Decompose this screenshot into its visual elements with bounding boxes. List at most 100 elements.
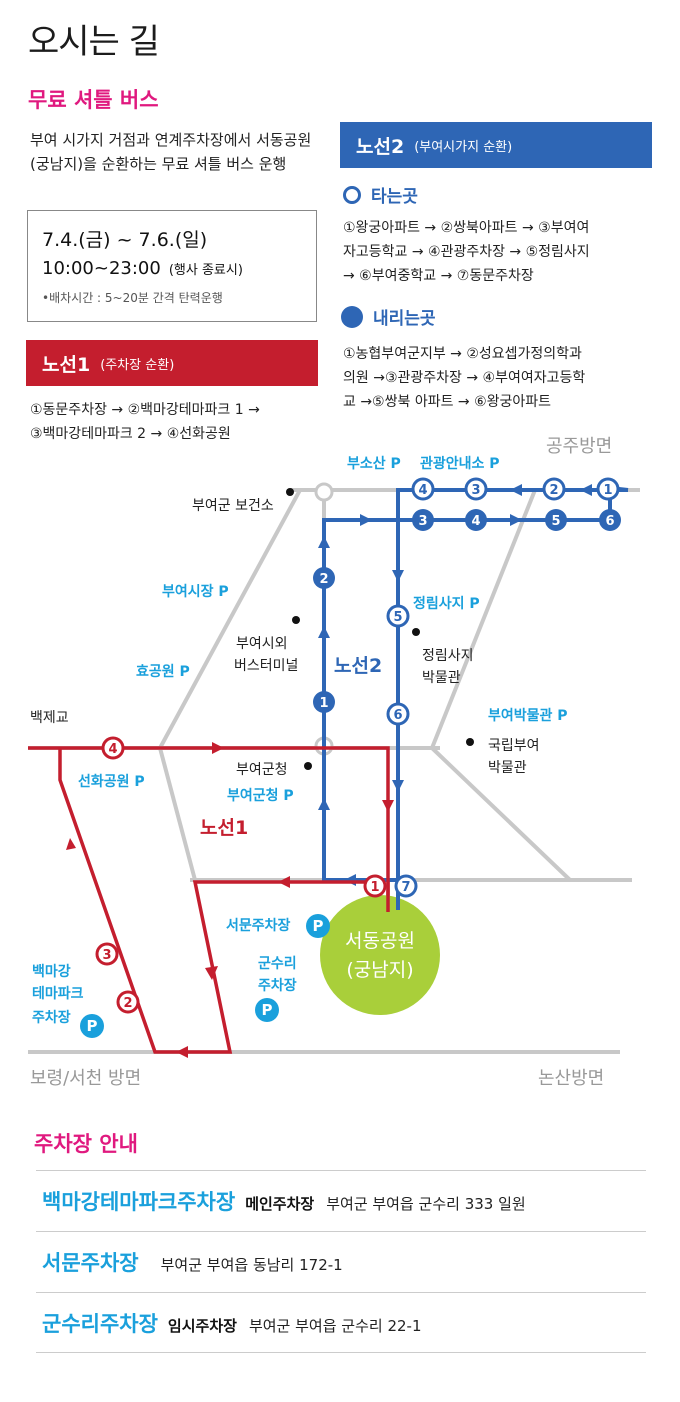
svg-text:P: P: [87, 1017, 98, 1035]
route2-name: 노선2: [356, 135, 405, 158]
svg-text:3: 3: [418, 514, 427, 529]
route1-subtitle: (주차장 순환): [100, 357, 175, 373]
route2-arrows: [318, 484, 592, 917]
route2-header: 노선2 (부여시가지 순환): [340, 122, 652, 168]
label-county-office: 부여군청: [236, 762, 288, 778]
svg-text:1: 1: [370, 880, 379, 895]
svg-text:P: P: [313, 917, 324, 935]
shuttle-map: 서동공원 (궁남지) 6 5 4 3 2 1 1 2 3 4 5 6 7 1 2…: [28, 436, 640, 1089]
stop-marker-ring: 7: [394, 874, 418, 898]
parking-name: 서문주차장: [42, 1251, 139, 1275]
svg-text:5: 5: [393, 610, 402, 625]
stop-marker-ring: 2: [542, 477, 566, 501]
parking-address: 부여군 부여읍 군수리 22-1: [248, 1317, 422, 1335]
stop-marker-ring: 6: [386, 702, 410, 726]
seodong-park-area: [320, 895, 440, 1015]
schedule-box: 7.4.(금) ~ 7.6.(일) 10:00~23:00(행사 종료시) •배…: [27, 210, 317, 322]
direction-nonsan: 논산방면: [538, 1068, 604, 1089]
parking-table: 백마강테마파크주차장 메인주차장 부여군 부여읍 군수리 333 일원 서문주차…: [36, 1170, 646, 1353]
route2-alight-line: 의원 →③관광주차장 → ④부여여자고등학: [343, 370, 586, 386]
parking-icon: P: [80, 1014, 104, 1038]
route1-markers: 1 2 3 4: [95, 736, 387, 1014]
stop-marker-red: 3: [95, 942, 119, 966]
svg-text:4: 4: [108, 742, 117, 757]
svg-text:2: 2: [319, 572, 328, 587]
stop-marker-filled: 2: [313, 567, 335, 589]
schedule-hours: 10:00~23:00(행사 종료시): [42, 258, 302, 279]
route1-stops-line: ①동문주차장 → ②백마강테마파크 1 →: [30, 402, 260, 418]
shuttle-heading: 무료 셔틀 버스: [28, 88, 159, 112]
label-seomun-parking: 서문주차장: [226, 917, 291, 934]
svg-text:7: 7: [401, 880, 410, 895]
svg-text:6: 6: [605, 514, 614, 529]
stop-marker-red: 1: [363, 874, 387, 898]
ring-icon: [343, 185, 361, 204]
route1-path: [28, 746, 390, 1054]
stop-marker-filled: 5: [545, 509, 567, 531]
landmark-dot: [466, 738, 474, 746]
parking-row: 서문주차장 부여군 부여읍 동남리 172-1: [36, 1231, 646, 1292]
page-title: 오시는 길: [28, 22, 160, 62]
route1-arrows: [66, 742, 394, 1058]
label-baekma-parking: 주차장: [32, 1009, 71, 1026]
label-jeongnim-museum: 박물관: [422, 670, 461, 686]
landmark-dot: [292, 616, 300, 624]
label-museum-p: 부여박물관 P: [488, 707, 568, 724]
parking-name: 백마강테마파크주차장: [42, 1190, 236, 1214]
route1-stops-line: ③백마강테마파크 2 → ④선화공원: [30, 426, 231, 442]
junction-circle: [314, 482, 334, 502]
schedule-dates: 7.4.(금) ~ 7.6.(일): [42, 229, 208, 251]
label-gunsuri-parking: 주차장: [258, 977, 297, 994]
parking-address: 부여군 부여읍 군수리 333 일원: [326, 1195, 526, 1213]
svg-text:3: 3: [471, 483, 480, 498]
route2-path: [322, 486, 629, 900]
route1-name: 노선1: [42, 353, 91, 376]
label-national-museum: 국립부여: [488, 738, 540, 754]
parking-heading: 주차장 안내: [34, 1132, 138, 1156]
svg-text:5: 5: [551, 514, 560, 529]
schedule-hours-note: (행사 종료시): [168, 263, 243, 278]
label-national-museum: 박물관: [488, 760, 527, 776]
stop-marker-ring: 1: [596, 477, 620, 501]
route2-subtitle: (부여시가지 순환): [414, 139, 513, 155]
label-route1: 노선1: [200, 817, 248, 839]
parking-address: 부여군 부여읍 동남리 172-1: [160, 1256, 343, 1274]
parking-type: 메인주차장: [245, 1195, 315, 1213]
route2-board-markers: 1 2 3 4 5 6 7: [386, 477, 620, 898]
stop-marker-filled: 4: [465, 509, 487, 531]
label-baekma-parking: 백마강: [32, 963, 71, 980]
svg-text:1: 1: [319, 696, 328, 711]
parking-badges: P P P: [80, 914, 330, 1038]
route2-alight-stops: ①농협부여군지부 → ②성요셉가정의학과 의원 →③관광주차장 → ④부여여자고…: [343, 342, 673, 414]
label-county-office-p: 부여군청 P: [227, 787, 294, 804]
label-baekjegyo: 백제교: [30, 710, 69, 726]
label-buyeo-market-p: 부여시장 P: [162, 583, 229, 600]
label-buso-p: 부소산 P: [347, 455, 401, 472]
label-jeongnim-p: 정림사지 P: [413, 595, 480, 612]
svg-text:2: 2: [123, 996, 132, 1011]
route2-alight-head: 내리는곳: [341, 304, 436, 329]
svg-text:6: 6: [393, 708, 402, 723]
direction-gongju: 공주방면: [546, 436, 612, 457]
route2-board-line: → ⑥부여중학교 → ⑦동문주차장: [343, 268, 534, 284]
stop-marker-red: 4: [101, 736, 125, 760]
parking-type: 임시주차장: [167, 1317, 237, 1335]
route1-header: 노선1 (주차장 순환): [26, 340, 318, 386]
svg-text:4: 4: [471, 514, 480, 529]
stop-marker-filled: 6: [599, 509, 621, 531]
filled-circle-icon: [341, 305, 363, 328]
landmark-dot: [304, 762, 312, 770]
label-bus-terminal: 부여시외: [236, 636, 288, 652]
route2-board-line: 자고등학교 → ④관광주차장 → ⑤정림사지: [343, 244, 590, 260]
route2-board-line: ①왕궁아파트 → ②쌍북아파트 → ③부여여: [343, 220, 590, 236]
stop-marker-red: 2: [116, 990, 140, 1014]
label-bus-terminal: 버스터미널: [234, 658, 298, 674]
label-tour-info-p: 관광안내소 P: [420, 455, 500, 472]
park-subname: (궁남지): [346, 959, 413, 981]
label-baekma-parking: 테마파크: [32, 986, 84, 1002]
svg-text:2: 2: [549, 483, 558, 498]
stop-marker-ring: 5: [386, 604, 410, 628]
route2-alight-label: 내리는곳: [373, 309, 436, 329]
label-jeongnim-museum: 정림사지: [422, 648, 474, 664]
